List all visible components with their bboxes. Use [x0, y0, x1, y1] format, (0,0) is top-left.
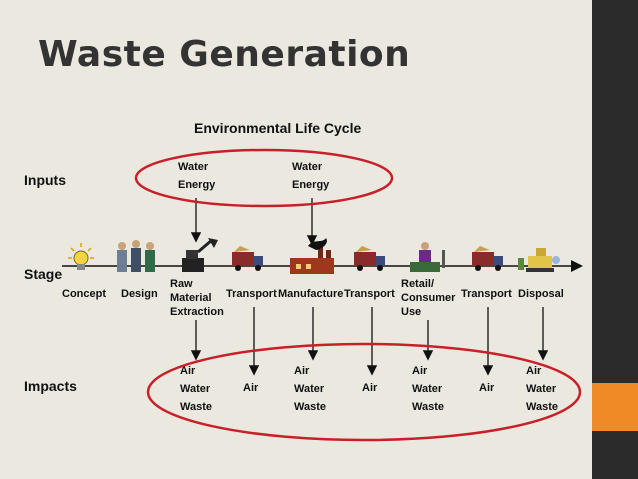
stage-raw-material-extraction: Raw Material Extraction	[170, 278, 224, 318]
impact-group: Air	[479, 382, 495, 394]
stage-design: Design	[121, 288, 158, 300]
stage-transport: Transport	[226, 288, 277, 300]
row-label-stage: Stage	[24, 266, 63, 282]
stage-retail-consumer-use: Retail/ Consumer Use	[401, 278, 456, 318]
stage-transport: Transport	[344, 288, 395, 300]
people-icon	[117, 240, 155, 272]
slide-title: Waste Generation	[38, 34, 411, 75]
impact-group: Air Water Waste	[526, 365, 558, 413]
bulldozer-icon	[518, 248, 560, 272]
input-group-2: Water Energy	[292, 158, 329, 194]
sidebar-accent	[592, 383, 638, 431]
stage-disposal: Disposal	[518, 288, 564, 300]
slide	[0, 0, 592, 479]
impacts-highlight-ellipse	[146, 342, 582, 442]
truck-icon	[354, 246, 385, 271]
lightbulb-icon	[68, 243, 94, 270]
excavator-icon	[182, 238, 218, 272]
input-energy: Energy	[178, 179, 216, 191]
input-group-1: Water Energy	[178, 158, 215, 194]
stage-transport: Transport	[461, 288, 512, 300]
diagram-title: Environmental Life Cycle	[194, 120, 362, 136]
impact-group: Air	[362, 382, 378, 394]
stage-manufacture: Manufacture	[278, 288, 344, 300]
input-water: Water	[292, 161, 323, 173]
shopper-icon	[410, 242, 445, 272]
factory-icon	[290, 238, 334, 274]
input-water: Water	[178, 161, 209, 173]
stage-concept: Concept	[62, 288, 106, 300]
impact-group: Air	[243, 382, 259, 394]
impact-group: Air Water Waste	[412, 365, 444, 413]
impact-group: Air Water Waste	[180, 365, 212, 413]
diagram-graphics	[62, 148, 583, 442]
impact-group: Air Water Waste	[294, 365, 326, 413]
input-energy: Energy	[292, 179, 330, 191]
inputs-highlight-ellipse	[134, 148, 394, 208]
truck-icon	[232, 246, 263, 271]
row-label-impacts: Impacts	[24, 378, 77, 394]
truck-icon	[472, 246, 503, 271]
row-label-inputs: Inputs	[24, 172, 66, 188]
